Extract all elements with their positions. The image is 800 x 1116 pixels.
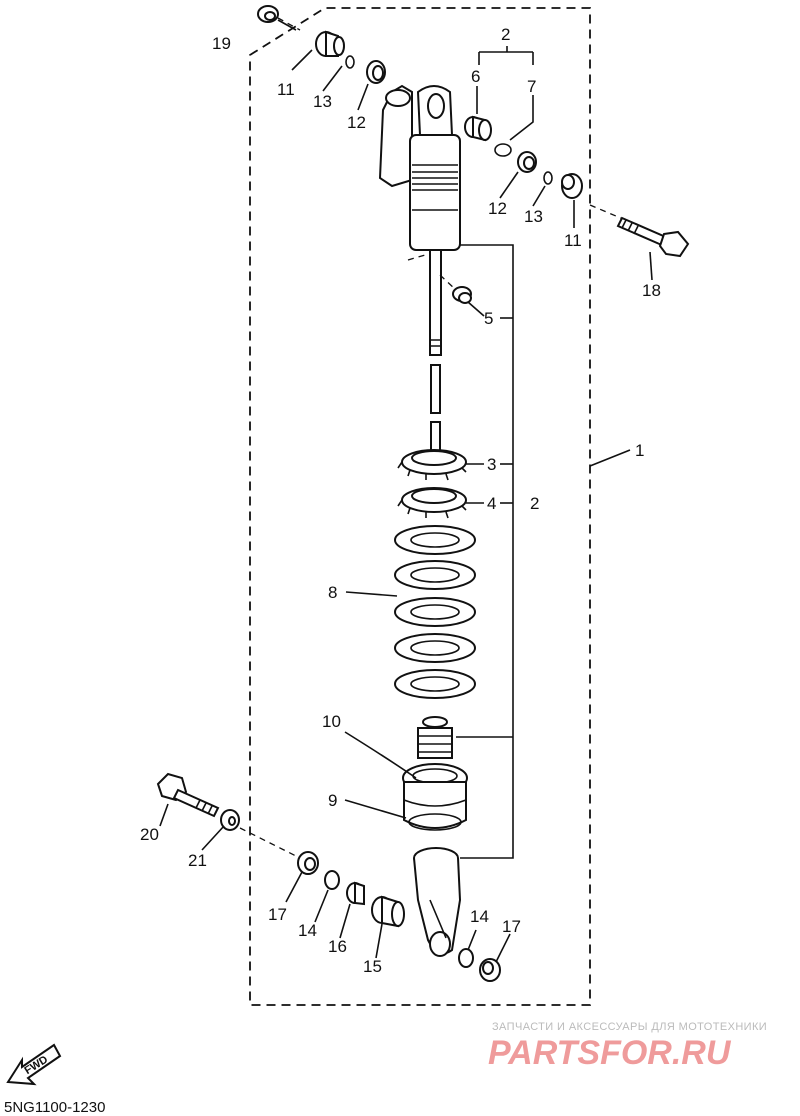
- callout-3: 3: [487, 455, 496, 474]
- part-17-collar-left: [297, 851, 319, 875]
- part-11-collar-right: [561, 173, 583, 199]
- callout-12-left: 12: [347, 113, 366, 132]
- part-13-circlip-right: [543, 171, 553, 185]
- part-16-bushing: [346, 881, 365, 906]
- callout-13-left: 13: [313, 92, 332, 111]
- watermark-tagline: ЗАПЧАСТИ И АКСЕССУАРЫ ДЛЯ МОТОТЕХНИКИ: [492, 1021, 767, 1033]
- part-4-adjuster: [397, 487, 467, 519]
- part-5-fitting: [452, 286, 472, 304]
- diagram-code: 5NG1100-1230: [4, 1099, 106, 1116]
- part-12-seal-right: [517, 151, 537, 173]
- callout-5: 5: [484, 309, 493, 328]
- callout-2-mid: 2: [530, 494, 539, 513]
- bracket-part-5: [460, 244, 514, 859]
- part-8-spring: [394, 525, 476, 699]
- callout-21: 21: [188, 851, 207, 870]
- callout-7: 7: [527, 77, 536, 96]
- callout-6: 6: [471, 67, 480, 86]
- fwd-arrow-icon: FWD: [6, 1043, 62, 1086]
- part-14-washer-left: [324, 870, 340, 890]
- callout-16: 16: [328, 937, 347, 956]
- part-6-bushing: [464, 115, 492, 142]
- callout-14-right: 14: [470, 907, 489, 926]
- part-17-collar-right: [479, 958, 501, 982]
- callout-8: 8: [328, 583, 337, 602]
- part-7-ring: [494, 143, 512, 157]
- assembly-boundary: [249, 7, 591, 1006]
- part-21-washer: [220, 809, 240, 831]
- callout-2-top: 2: [501, 25, 510, 44]
- part-14-washer-right: [458, 948, 474, 968]
- part-18-bolt: [616, 216, 690, 258]
- callout-14-left: 14: [298, 921, 317, 940]
- callout-1: 1: [635, 441, 644, 460]
- callout-20: 20: [140, 825, 159, 844]
- callout-12-right: 12: [488, 199, 507, 218]
- callout-18: 18: [642, 281, 661, 300]
- callout-15: 15: [363, 957, 382, 976]
- callout-17-left: 17: [268, 905, 287, 924]
- bump-stop: [417, 716, 453, 759]
- part-19-nut: [257, 5, 279, 23]
- callout-17-right: 17: [502, 917, 521, 936]
- part-12-seal-left: [366, 60, 386, 84]
- watermark-logo: PARTSFOR.RU: [488, 1034, 732, 1072]
- shock-body: [378, 84, 461, 261]
- shock-rod: [429, 249, 442, 458]
- callout-19: 19: [212, 34, 231, 53]
- callout-9: 9: [328, 791, 337, 810]
- callout-11-left: 11: [277, 80, 295, 99]
- part-3-locknut: [397, 449, 467, 481]
- callout-4: 4: [487, 494, 496, 513]
- part-20-bolt: [156, 772, 220, 818]
- part-13-circlip-left: [345, 55, 355, 69]
- callout-10: 10: [322, 712, 341, 731]
- part-9-guide: [403, 781, 467, 831]
- shock-lower-clevis: [413, 847, 462, 957]
- part-11-collar-left: [315, 30, 345, 57]
- callout-13-right: 13: [524, 207, 543, 226]
- callout-11-right: 11: [564, 231, 582, 250]
- part-15-bearing: [371, 895, 405, 928]
